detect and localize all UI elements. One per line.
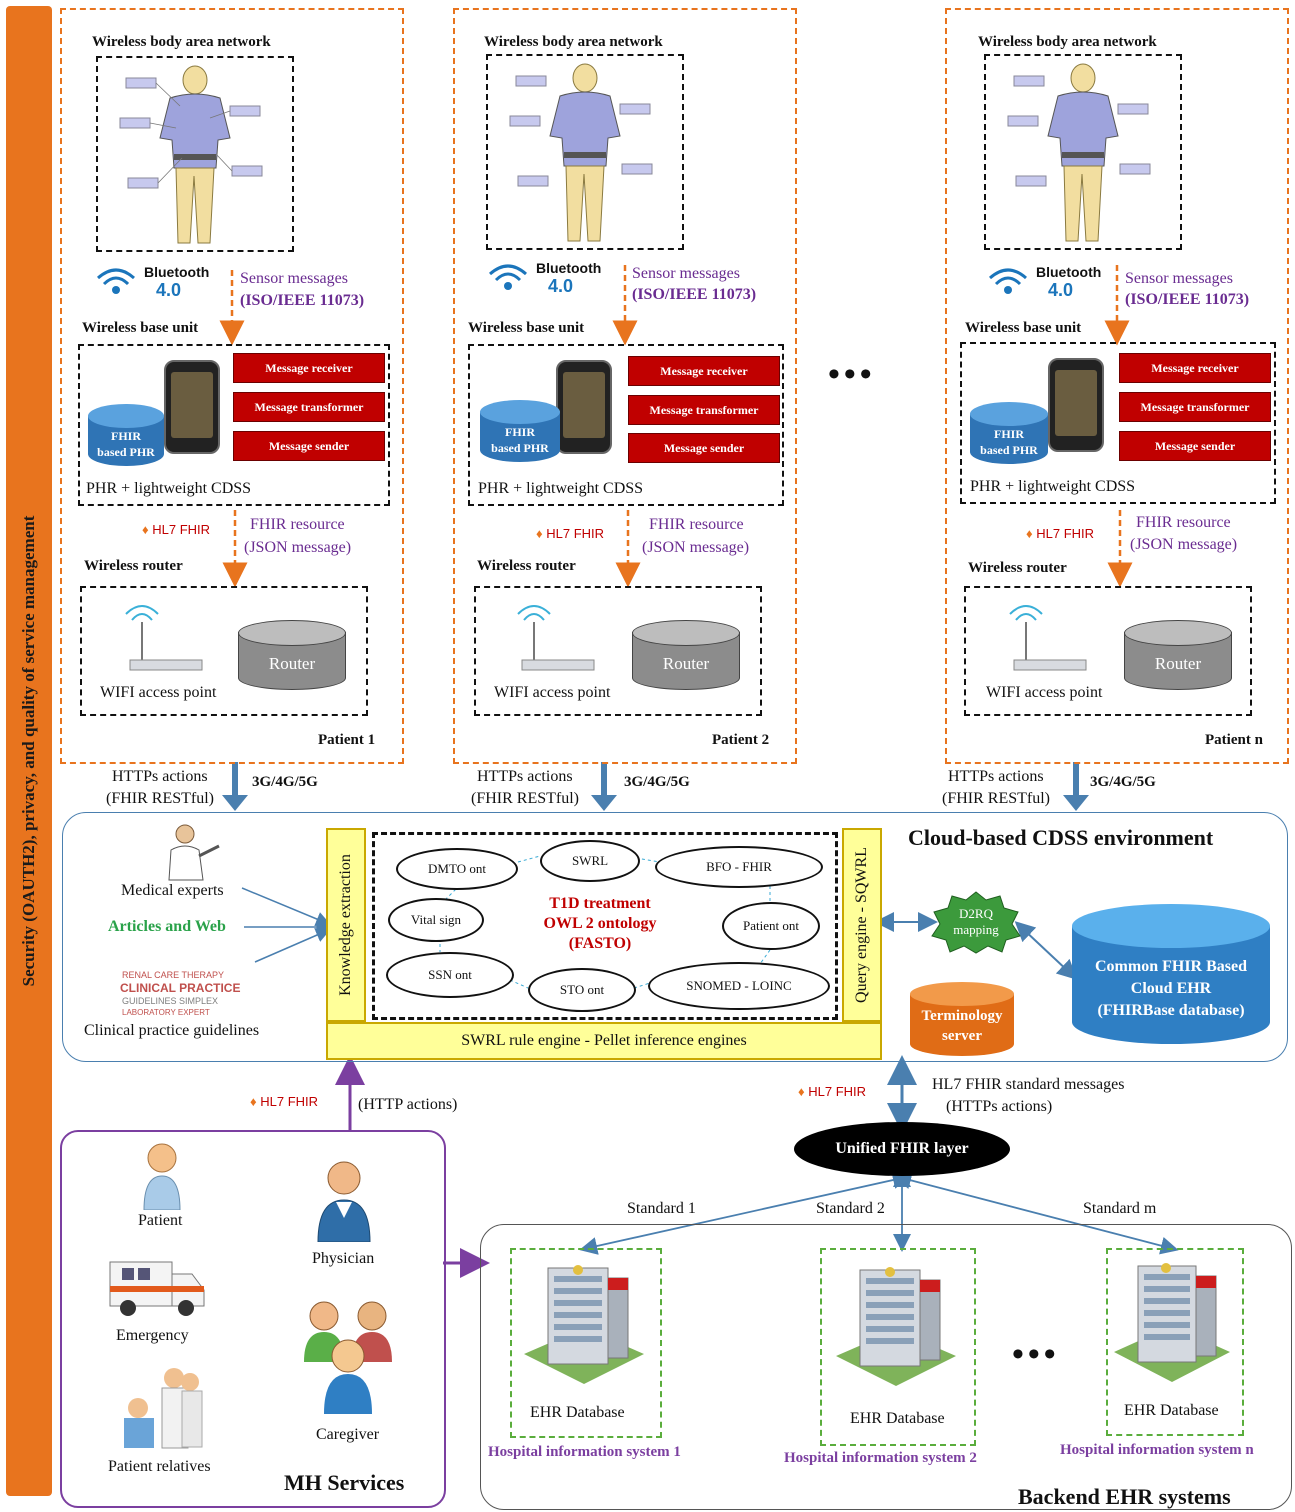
ontology-snomed-loinc: SNOMED - LOINC: [648, 962, 830, 1010]
router-box: [80, 586, 368, 716]
rule-engine-bar: SWRL rule engine - Pellet inference engi…: [326, 1022, 882, 1060]
hospital-2-box: [820, 1248, 976, 1446]
patient-2-title: Patient 2: [712, 732, 770, 748]
hl7-fhir-logo: ♦ HL7 FHIR: [1026, 526, 1095, 541]
ontology-ssn: SSN ont: [386, 952, 514, 998]
router-cylinder: Router: [1124, 620, 1232, 690]
more-patients-ellipsis: •••: [828, 356, 876, 393]
query-engine-bar: Query engine - SQWRL: [842, 828, 882, 1022]
patient-2-box: [453, 8, 797, 764]
knowledge-extraction-bar: Knowledge extraction: [326, 828, 366, 1022]
wban-label: Wireless body area network: [92, 34, 271, 50]
guidelines-word-cloud: RENAL CARE THERAPY CLINICAL PRACTICE GUI…: [118, 962, 256, 1018]
hospital-1-box: [510, 1248, 662, 1438]
hl7-fhir-logo: ♦ HL7 FHIR: [142, 522, 211, 537]
hl7-fhir-logo: ♦ HL7 FHIR: [798, 1084, 867, 1099]
backend-ehr-box: [480, 1224, 1292, 1510]
bluetooth-logo: Bluetooth 4.0: [96, 262, 209, 307]
more-hospitals-ellipsis: •••: [1012, 1336, 1060, 1373]
wifi-signal-icon: [489, 264, 527, 290]
ontology-dmto: DMTO ont: [396, 848, 518, 890]
wifi-signal-icon: [97, 268, 135, 294]
ontology-bfo-fhir: BFO - FHIR: [655, 846, 823, 888]
hospital-building-icon: [1106, 1256, 1240, 1393]
ontology-sto: STO ont: [528, 968, 636, 1012]
body-sensor-figure: [486, 54, 684, 250]
patient-n-title: Patient n: [1205, 732, 1263, 748]
mh-services-box: [60, 1130, 446, 1508]
message-sender: Message sender: [233, 431, 385, 461]
patient-n-box: [945, 8, 1289, 764]
patient-1-box: [60, 8, 404, 764]
articles-web-label: Articles and Web: [108, 918, 226, 935]
svg-text:LABORATORY EXPERT: LABORATORY EXPERT: [122, 1008, 210, 1017]
hospital-2-title: Hospital information system 2: [784, 1450, 977, 1466]
hl7-fhir-logo: ♦ HL7 FHIR: [250, 1094, 319, 1109]
ontology-box: [372, 832, 838, 1020]
hl7-fhir-logo: ♦ HL7 FHIR: [536, 526, 605, 541]
svg-text:GUIDELINES SIMPLEX: GUIDELINES SIMPLEX: [122, 996, 218, 1006]
base-unit-box: [78, 344, 390, 506]
mh-services-title: MH Services: [284, 1470, 405, 1495]
bluetooth-logo: Bluetooth 4.0: [988, 262, 1101, 307]
ontology-title: T1D treatment OWL 2 ontology (FASTO): [543, 895, 657, 952]
svg-text:CLINICAL PRACTICE: CLINICAL PRACTICE: [120, 981, 240, 995]
message-receiver: Message receiver: [1119, 353, 1271, 383]
smartphone-icon: [164, 360, 220, 454]
cloud-cdss-box: [62, 812, 1288, 1062]
message-transformer: Message transformer: [233, 392, 385, 422]
backend-title: Backend EHR systems: [1018, 1484, 1231, 1509]
wifi-access-point-icon: [1004, 602, 1094, 687]
body-sensor-icon: [509, 63, 653, 242]
smartphone-icon: [556, 360, 612, 454]
base-unit-box: [960, 342, 1276, 504]
hospital-1-title: Hospital information system 1: [488, 1444, 681, 1460]
message-sender: Message sender: [1119, 431, 1271, 461]
hospital-n-title: Hospital information system n: [1060, 1442, 1254, 1458]
hospital-building-icon: [826, 1260, 966, 1397]
base-unit-box: [468, 344, 784, 506]
hospital-building-icon: [514, 1258, 654, 1395]
unified-fhir-layer: Unified FHIR layer: [794, 1122, 1010, 1176]
svg-text:RENAL CARE THERAPY: RENAL CARE THERAPY: [122, 970, 224, 980]
bluetooth-logo: Bluetooth 4.0: [488, 258, 601, 303]
ontology-vital-sign: Vital sign: [388, 898, 484, 942]
ontology-patient: Patient ont: [722, 902, 820, 950]
physician-icon: [314, 1158, 374, 1247]
router-box: [964, 586, 1252, 716]
patient-relatives-icon: [108, 1362, 208, 1455]
router-box: [474, 586, 762, 716]
patient-icon: [138, 1140, 186, 1215]
message-transformer: Message transformer: [1119, 392, 1271, 422]
message-sender: Message sender: [628, 433, 780, 463]
wifi-access-point-icon: [512, 602, 602, 687]
body-sensor-figure: [96, 56, 294, 252]
ambulance-icon: [108, 1256, 206, 1325]
body-sensor-icon: [119, 65, 263, 244]
wifi-access-point-icon: [120, 602, 210, 687]
body-sensor-icon: [1007, 63, 1151, 242]
caregiver-icon: [298, 1296, 402, 1421]
smartphone-icon: [1048, 358, 1104, 452]
message-receiver: Message receiver: [233, 353, 385, 383]
message-transformer: Message transformer: [628, 395, 780, 425]
message-receiver: Message receiver: [628, 356, 780, 386]
router-cylinder: Router: [632, 620, 740, 690]
router-cylinder: Router: [238, 620, 346, 690]
wifi-signal-icon: [989, 268, 1027, 294]
patient-1-title: Patient 1: [318, 732, 376, 748]
cloud-title: Cloud-based CDSS environment: [908, 825, 1214, 850]
ontology-swrl: SWRL: [540, 840, 640, 882]
security-sidebar: Security (OAUTH2), privacy, and quality …: [6, 6, 52, 1496]
body-sensor-figure: [984, 54, 1182, 250]
medical-expert-icon: [155, 822, 225, 887]
hospital-n-box: [1106, 1248, 1244, 1436]
